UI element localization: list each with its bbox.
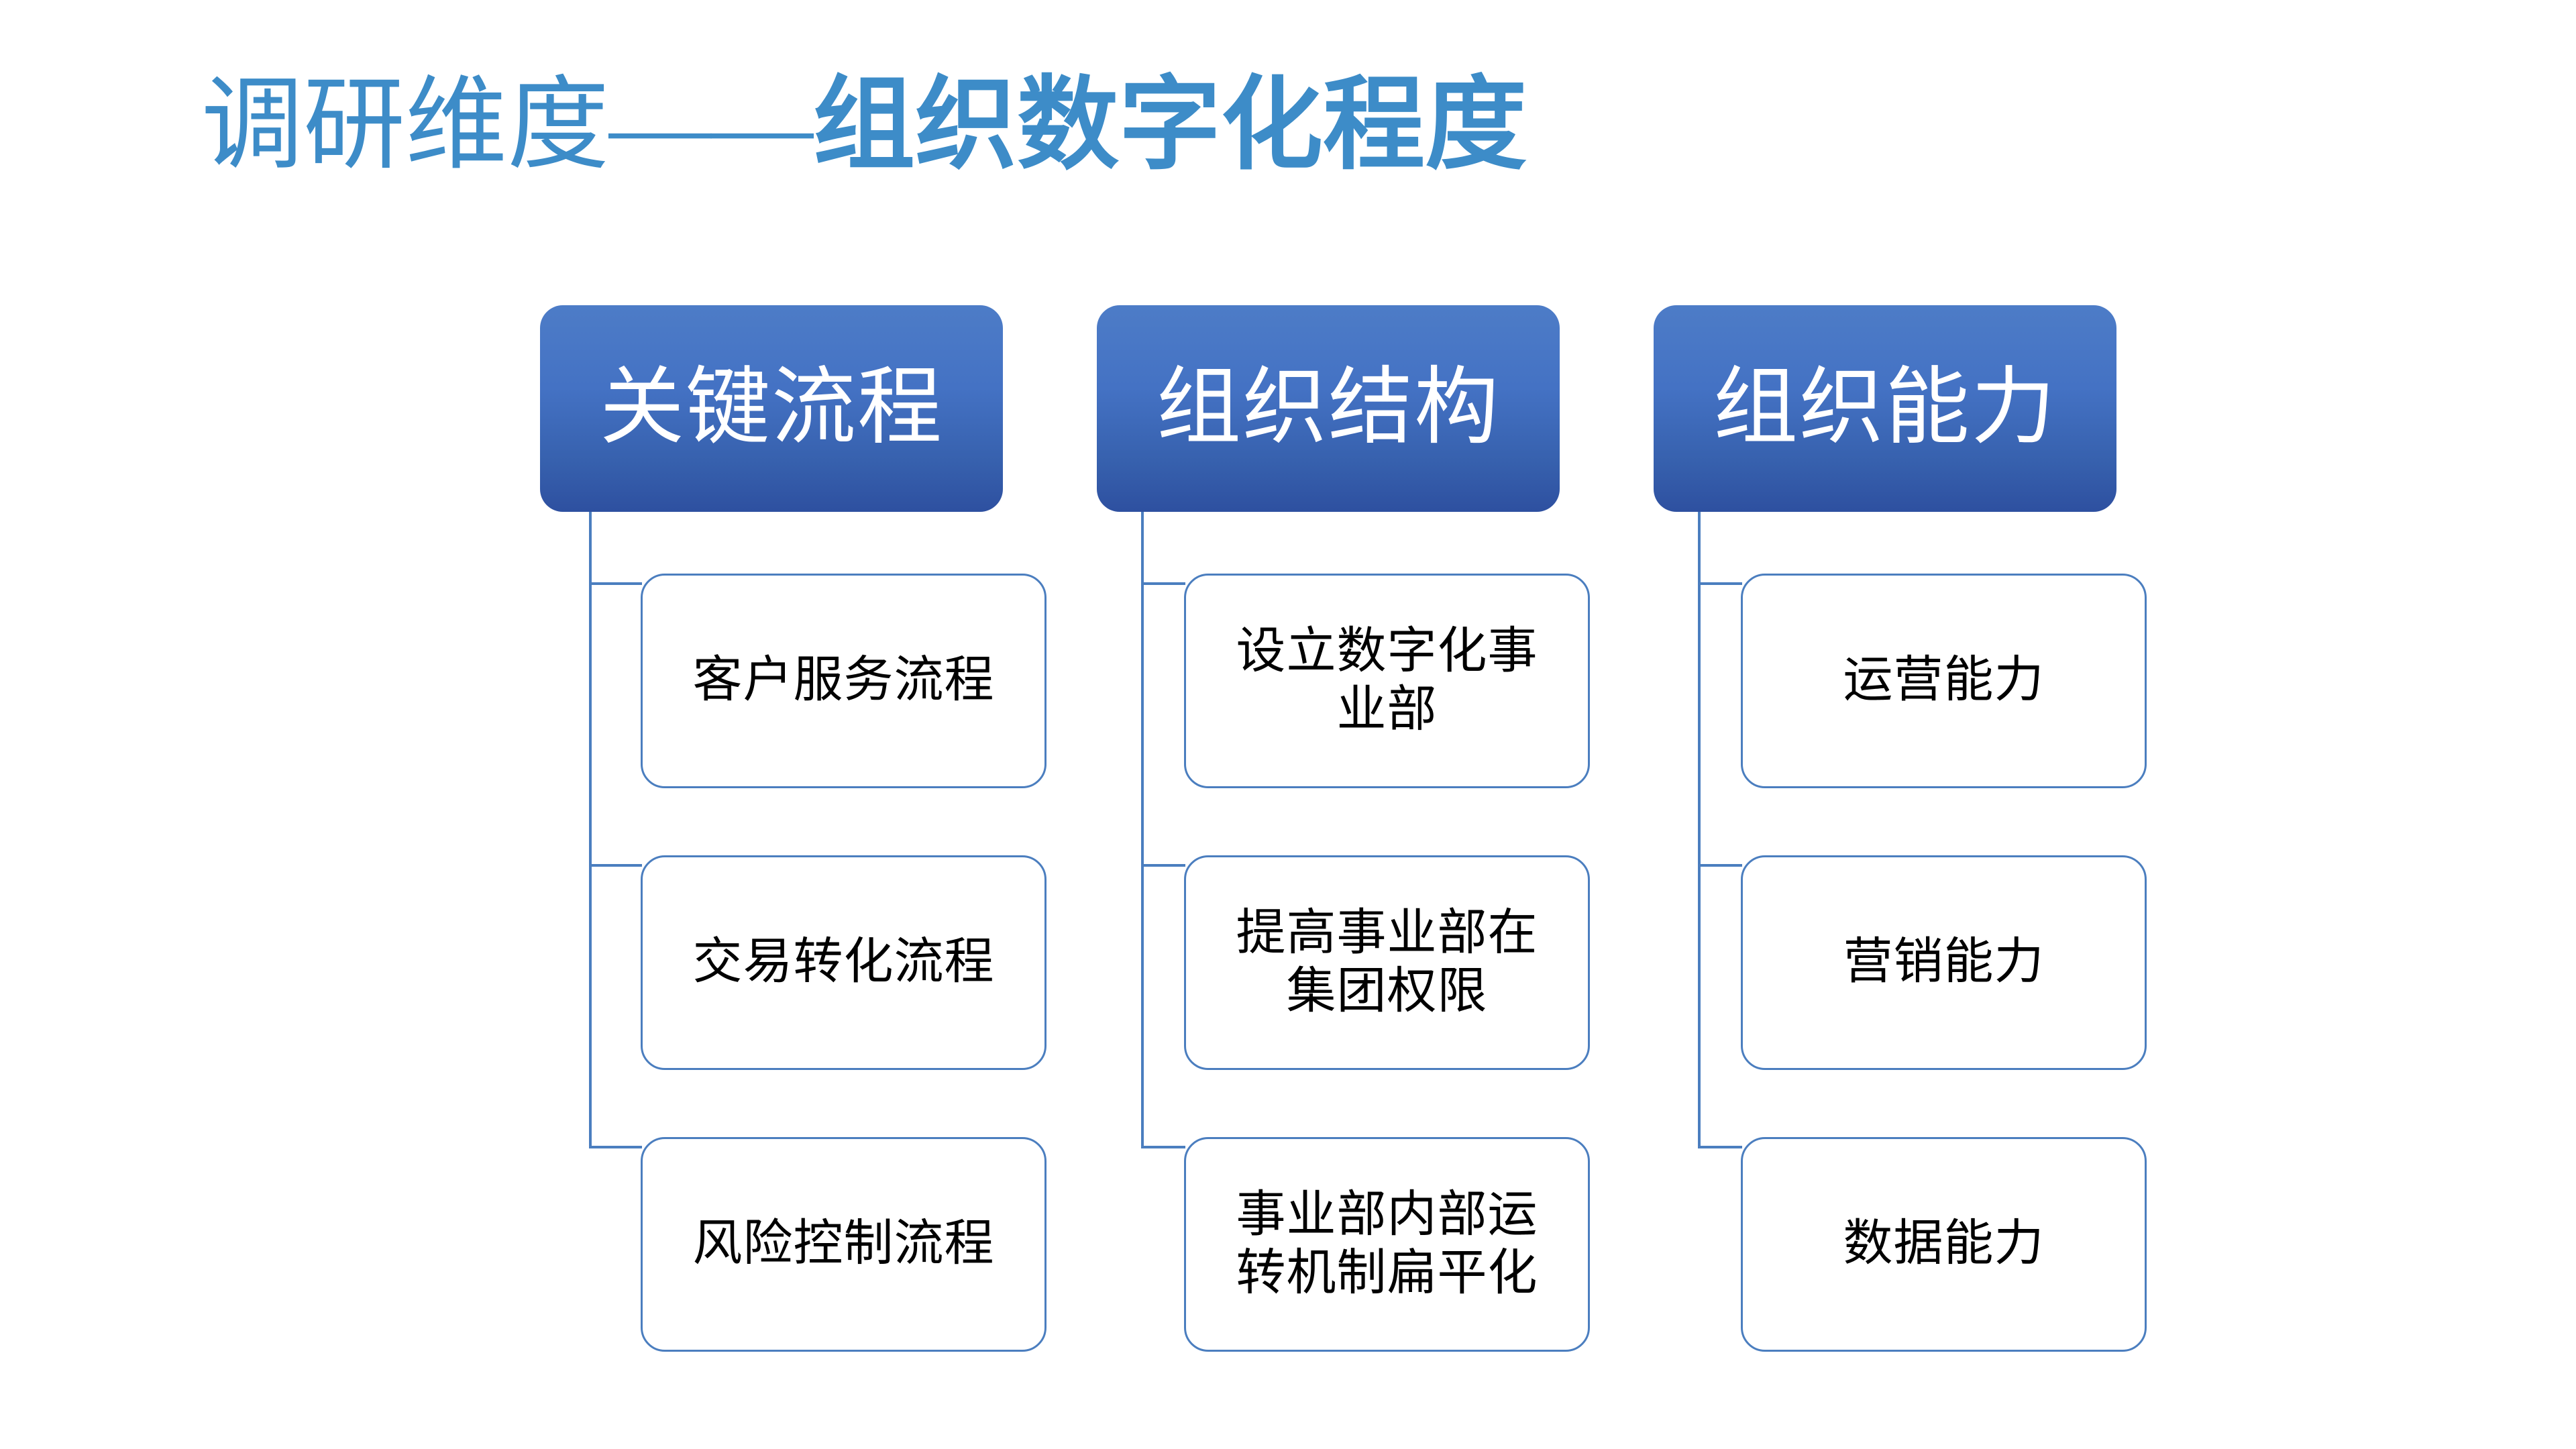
header-box-key-process[interactable]: 关键流程 [540, 305, 1003, 512]
child-label: 设立数字化事业部 [1236, 623, 1538, 737]
page-title: 调研维度——组织数字化程度 [201, 74, 1527, 176]
header-label: 组织结构 [1157, 361, 1500, 455]
child-box-marketing-capability[interactable]: 营销能力 [1741, 855, 2147, 1070]
child-box-risk-control-process[interactable]: 风险控制流程 [641, 1137, 1046, 1352]
child-box-customer-service-process[interactable]: 客户服务流程 [641, 574, 1046, 788]
child-label: 提高事业部在集团权限 [1236, 905, 1538, 1019]
child-box-increase-division-authority[interactable]: 提高事业部在集团权限 [1184, 855, 1590, 1070]
child-label: 交易转化流程 [692, 934, 995, 990]
child-label: 运营能力 [1843, 653, 2045, 708]
page-title-bold: 组织数字化程度 [813, 68, 1527, 182]
child-box-data-capability[interactable]: 数据能力 [1741, 1137, 2147, 1352]
page-title-light: 调研维度—— [201, 69, 813, 182]
header-label: 关键流程 [600, 361, 943, 455]
header-box-org-capability[interactable]: 组织能力 [1654, 305, 2116, 512]
child-label: 事业部内部运转机制扁平化 [1236, 1187, 1538, 1301]
header-label: 组织能力 [1713, 361, 2057, 455]
header-box-org-structure[interactable]: 组织结构 [1097, 305, 1560, 512]
child-box-transaction-conversion-process[interactable]: 交易转化流程 [641, 855, 1046, 1070]
child-box-establish-digital-division[interactable]: 设立数字化事业部 [1184, 574, 1590, 788]
child-label: 数据能力 [1843, 1216, 2045, 1272]
child-label: 客户服务流程 [692, 653, 995, 708]
child-label: 营销能力 [1843, 934, 2045, 990]
child-box-flatten-internal-mechanism[interactable]: 事业部内部运转机制扁平化 [1184, 1137, 1590, 1352]
child-box-operations-capability[interactable]: 运营能力 [1741, 574, 2147, 788]
child-label: 风险控制流程 [692, 1216, 995, 1272]
